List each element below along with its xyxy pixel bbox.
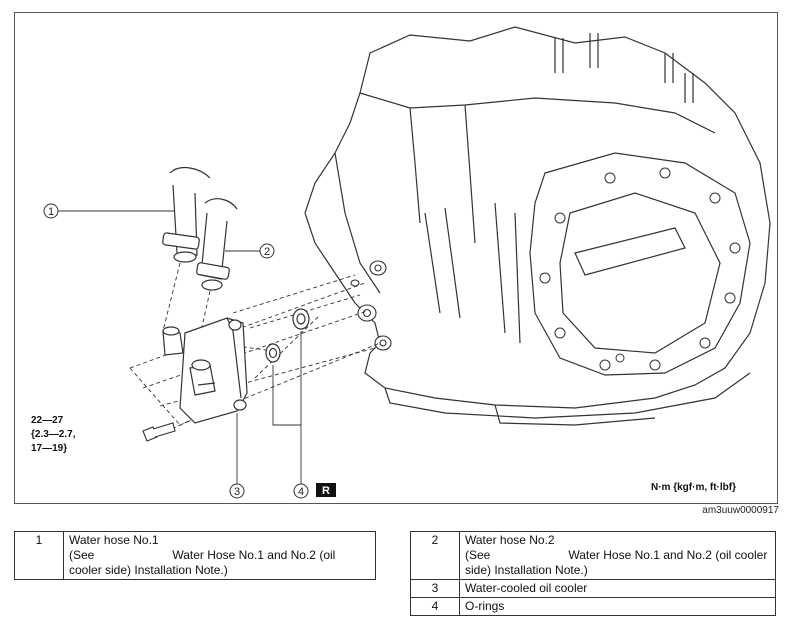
reference-badge: R bbox=[316, 483, 336, 497]
exploded-view-diagram: 1 2 3 4 R 22—27 {2.3—2.7, 17—19} N·m {kg… bbox=[31, 26, 771, 499]
part-number: 2 bbox=[410, 531, 460, 580]
part-name: O-rings bbox=[459, 597, 776, 616]
installation-note-link[interactable]: Water Hose No.1 and No.2 (oil cooler sid… bbox=[69, 548, 336, 577]
callout-1-label: 1 bbox=[48, 206, 54, 218]
leader-lines bbox=[58, 210, 302, 485]
part-number: 3 bbox=[410, 579, 460, 598]
torque-line-2: {2.3—2.7, bbox=[31, 429, 76, 440]
callout-4-label: 4 bbox=[298, 486, 304, 498]
figure-id: am3uuw0000917 bbox=[702, 505, 779, 516]
table-row: 3 Water-cooled oil cooler bbox=[410, 579, 776, 598]
part-number: 1 bbox=[14, 531, 64, 580]
part-name: Water-cooled oil cooler bbox=[459, 579, 776, 598]
o-rings bbox=[265, 308, 310, 363]
table-row: 4 O-rings bbox=[410, 597, 776, 616]
callout-3-label: 3 bbox=[234, 486, 240, 498]
transmission-housing bbox=[304, 26, 771, 426]
reference-badge-label: R bbox=[322, 485, 330, 497]
callout-4: 4 bbox=[293, 483, 309, 499]
callout-1: 1 bbox=[43, 203, 59, 219]
torque-line-3: 17—19} bbox=[31, 443, 67, 454]
callout-2: 2 bbox=[259, 243, 275, 259]
torque-line-1: 22—27 bbox=[31, 415, 64, 426]
torque-spec: 22—27 {2.3—2.7, 17—19} bbox=[31, 415, 76, 454]
note-prefix: (See bbox=[69, 548, 95, 562]
units-label: N·m {kgf·m, ft·lbf} bbox=[651, 482, 736, 493]
part-name: Water hose No.2 bbox=[465, 533, 555, 547]
callout-2-label: 2 bbox=[264, 246, 270, 258]
water-hose-2 bbox=[196, 198, 238, 291]
cover-bolt-holes bbox=[539, 167, 741, 371]
water-hose-1 bbox=[162, 166, 211, 263]
oil-cooler bbox=[162, 317, 248, 424]
part-name: Water hose No.1 bbox=[69, 533, 159, 547]
installation-note-link[interactable]: Water Hose No.1 and No.2 (oil cooler sid… bbox=[465, 548, 768, 577]
bolt bbox=[142, 422, 176, 442]
note-prefix: (See bbox=[465, 548, 491, 562]
part-number: 4 bbox=[410, 597, 460, 616]
diagram-frame: 1 2 3 4 R 22—27 {2.3—2.7, 17—19} N·m {kg… bbox=[14, 12, 778, 504]
housing-ports bbox=[350, 260, 392, 351]
callout-3: 3 bbox=[229, 483, 245, 499]
